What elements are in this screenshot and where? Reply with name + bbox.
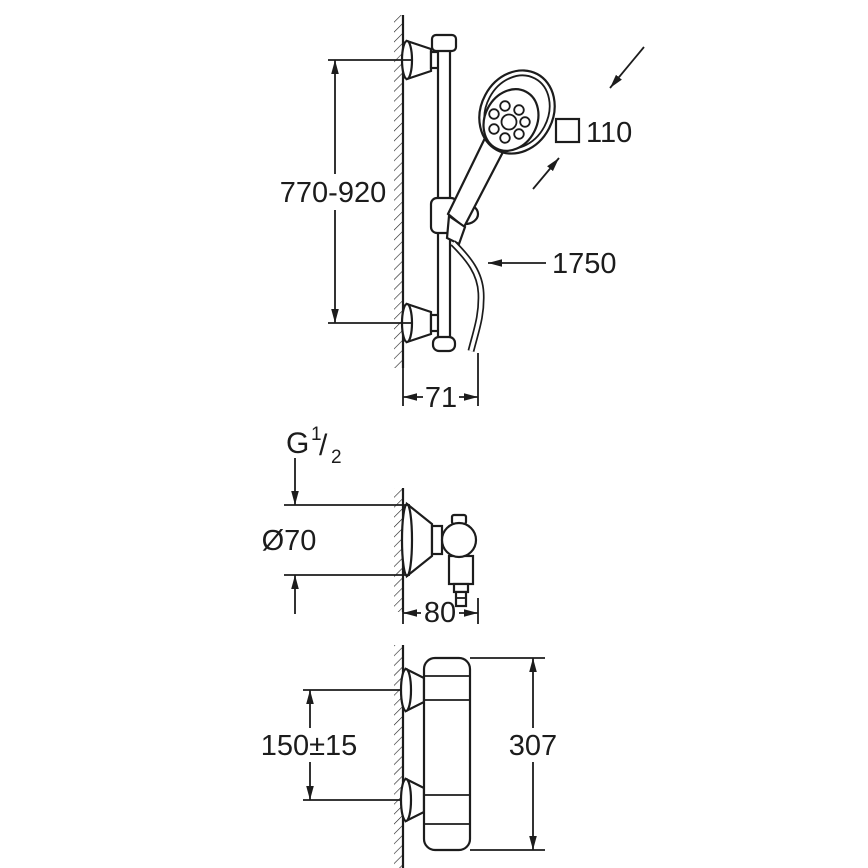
spray-nozzle	[488, 123, 500, 135]
dim-body-height	[470, 657, 545, 851]
dim-escutcheon-diameter	[284, 458, 410, 614]
bar-bottom-cap	[431, 335, 457, 353]
spray-nozzle	[513, 104, 525, 116]
hose-connector	[445, 214, 467, 246]
spray-center-nozzle	[500, 113, 518, 131]
valve-neck	[430, 524, 444, 556]
outlet-nipple	[454, 590, 468, 608]
spray-nozzle	[513, 128, 525, 140]
escutcheon-diameter-label: Ø70	[262, 525, 317, 557]
dim-valve-projection	[402, 598, 479, 624]
body-height-label: 307	[509, 730, 557, 762]
hose-inner	[451, 241, 483, 352]
thread-slash: /	[319, 429, 328, 462]
wall-bracket-top	[400, 39, 442, 81]
outlet-step	[452, 582, 470, 594]
dim-head-size	[532, 46, 645, 190]
valve-side-view	[400, 501, 478, 608]
glide-bar	[430, 33, 458, 353]
spray-nozzle	[499, 132, 511, 144]
rail-height-label: 770-920	[280, 177, 386, 209]
union-flange-top	[399, 667, 413, 713]
dim-bar-offset	[402, 353, 479, 406]
escutcheon-flange	[400, 502, 414, 578]
dimension-arrow-line	[532, 157, 560, 190]
dim-mount-distance	[303, 689, 400, 801]
thermostat-front-view	[399, 656, 472, 852]
bar-top-cap	[430, 33, 458, 53]
hand-shower-head	[478, 69, 556, 155]
valve-projection-label: 80	[424, 597, 456, 629]
thread-numerator: 1	[311, 424, 322, 445]
head-size-label: 110	[586, 117, 632, 149]
outlet-knurled-nut	[447, 554, 475, 586]
spray-face	[482, 88, 540, 152]
dim-rail-height	[328, 59, 413, 324]
thread-denominator: 2	[331, 447, 342, 468]
wall-bracket-bottom	[400, 302, 442, 344]
hose-length-label: 1750	[552, 248, 617, 280]
thermostat-body	[422, 656, 472, 852]
valve-knob	[440, 521, 478, 559]
wall-hatch	[394, 15, 403, 368]
spray-nozzle	[499, 100, 511, 112]
bar-tube	[436, 48, 452, 342]
bar-offset-label: 71	[425, 382, 457, 414]
mount-distance-label: 150±15	[261, 730, 358, 762]
spray-nozzle	[519, 116, 531, 128]
union-flange-bottom	[399, 777, 413, 823]
dimension-arrow-line	[609, 46, 645, 89]
thread-prefix: G	[286, 427, 309, 460]
spray-nozzle	[488, 108, 500, 120]
wall-hatch	[394, 645, 403, 868]
thread-size-label: G 1 / 2	[286, 424, 342, 468]
shower-hose	[450, 240, 485, 352]
square-symbol-icon	[554, 117, 581, 144]
wall-hatch	[394, 488, 403, 612]
handle-fitting	[445, 214, 467, 246]
